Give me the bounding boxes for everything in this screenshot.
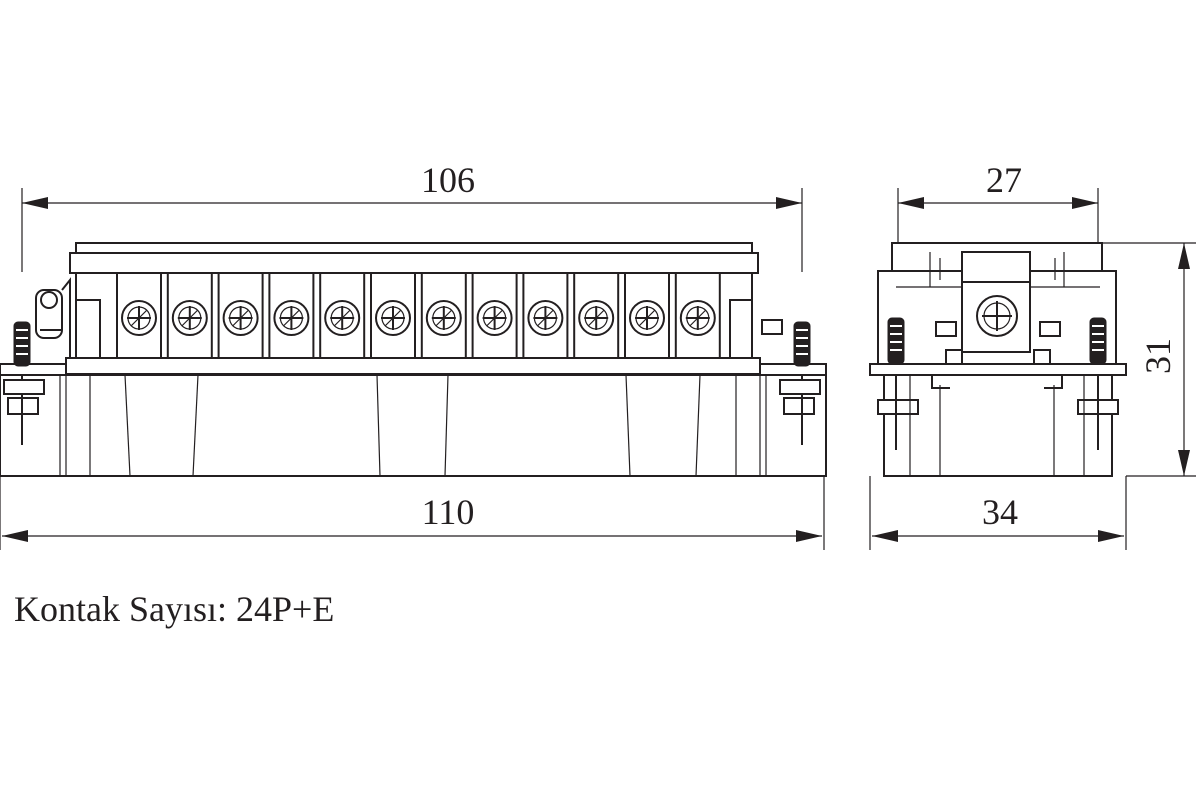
dimension-label-110: 110 — [422, 492, 475, 532]
contact-count-caption: Kontak Sayısı: 24P+E — [14, 589, 335, 629]
dimension-106: 106 — [21, 160, 803, 272]
dimension-27: 27 — [897, 160, 1099, 272]
front-view: 106 — [0, 160, 827, 550]
left-latch — [35, 277, 71, 358]
terminal-screw — [674, 272, 721, 359]
side-right-screw — [1089, 317, 1107, 365]
side-view: 27 — [869, 160, 1196, 550]
dimension-label-106: 106 — [421, 160, 475, 200]
dimension-31: 31 — [1088, 242, 1196, 477]
dimension-label-27: 27 — [986, 160, 1022, 200]
left-mounting-screw — [3, 321, 45, 445]
right-mounting-screw — [761, 319, 821, 445]
dimension-label-31: 31 — [1138, 338, 1178, 374]
terminal-screw — [522, 272, 569, 359]
side-left-screw — [887, 317, 905, 365]
dimension-34: 34 — [869, 476, 1127, 550]
dimension-110: 110 — [0, 476, 825, 550]
terminal-screw — [217, 272, 264, 359]
dimension-label-34: 34 — [982, 492, 1018, 532]
terminal-screw — [166, 272, 213, 359]
